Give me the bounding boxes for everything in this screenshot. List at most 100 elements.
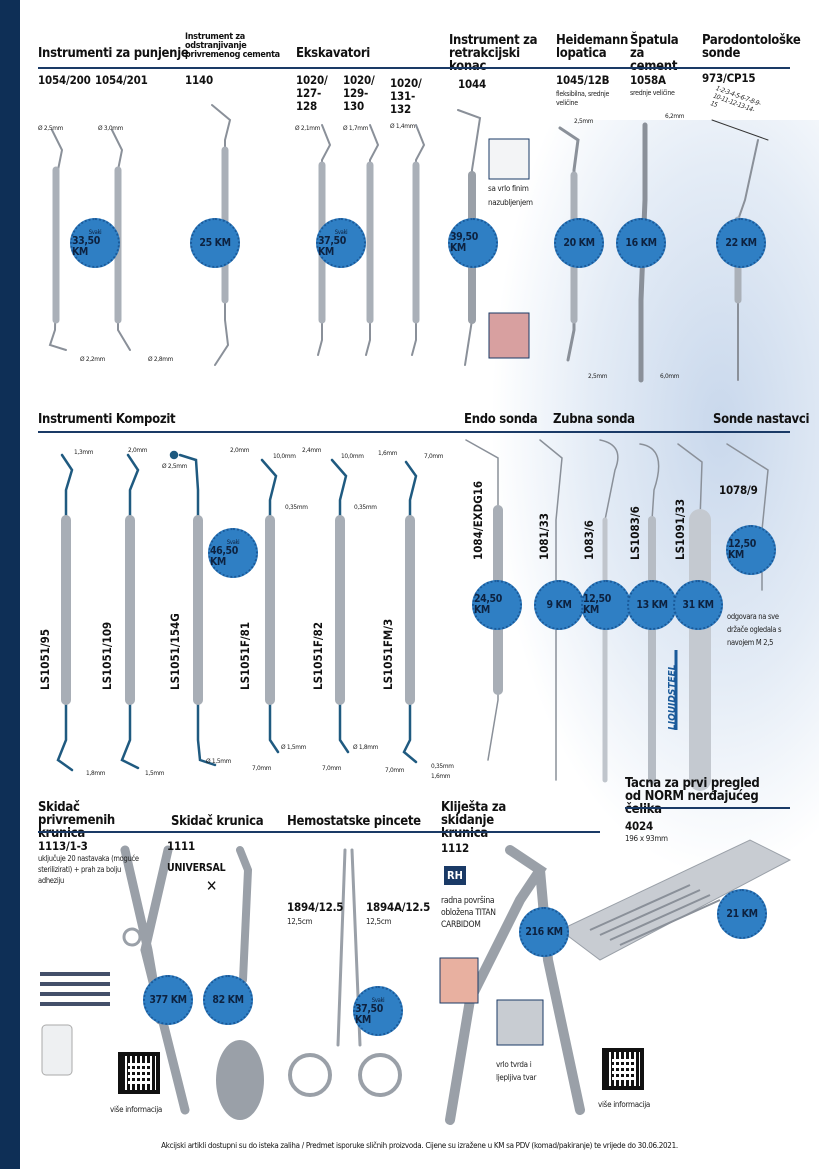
code: 1113/1-3 <box>38 839 88 853</box>
code: LS1051/95 <box>38 628 52 690</box>
dimension-label: Ø 2,5mm <box>162 462 188 470</box>
teeth-image <box>488 312 530 359</box>
powder-jar <box>41 1024 73 1076</box>
code: 973/CP15 <box>702 71 756 85</box>
code: 1020/ 127-128 <box>296 73 328 113</box>
heading-heidemann: Heidemann lopatica <box>556 33 629 61</box>
note-tacna-size: 196 x 93mm <box>625 834 668 843</box>
price-badge: 82 KM <box>203 975 253 1025</box>
note-retrakcijski: sa vrlo finim nazubljenjem <box>488 184 533 207</box>
dimension-label: 7,0mm <box>385 766 405 774</box>
code: 1111 <box>167 839 195 853</box>
price: 31 KM <box>682 598 714 611</box>
dimension-label: 2,0mm <box>128 446 148 454</box>
note-length: 12,5cm <box>366 917 392 926</box>
code: LS1083/6 <box>628 506 642 560</box>
code: 1083/6 <box>582 520 596 560</box>
dimension-label: 1,3mm <box>74 448 94 456</box>
heading-instrument-cement: Instrument za odstranjivanje privremenog… <box>185 32 280 60</box>
qr-code[interactable] <box>115 1049 163 1097</box>
heading-hemostatske: Hemostatske pincete <box>287 814 421 829</box>
code: LS1051/109 <box>100 621 114 690</box>
rh-logo: RH <box>444 866 466 885</box>
brand-liquidsteel-text: LIQUIDSTEEL <box>667 664 678 731</box>
code: 4024 <box>625 819 653 833</box>
dimension-label: 10,0mm <box>273 452 296 460</box>
instrument-1111 <box>216 846 264 1120</box>
instrument-1020-129-130 <box>365 124 380 356</box>
qr-code[interactable] <box>599 1045 647 1093</box>
price: 377 KM <box>149 993 187 1006</box>
dimension-label: 2,5mm <box>588 372 608 380</box>
dimension-label: Ø 1,7mm <box>343 124 369 132</box>
dimension-label: 1,8mm <box>86 769 106 777</box>
code: 1058A <box>630 73 666 87</box>
price: 13 KM <box>636 598 668 611</box>
section-rule <box>625 807 790 809</box>
price-badge: 12,50 KM <box>726 525 776 575</box>
price-badge: 16 KM <box>616 218 666 268</box>
heading-sonde-nastavci: Sonde nastavci <box>713 412 810 427</box>
instrument-LS1051FM-3 <box>402 460 418 764</box>
heading-zubna-sonda: Zubna sonda <box>553 412 635 427</box>
heading-parodontoloske: Parodontološke sonde <box>702 33 801 61</box>
price-badge: 12,50 KM <box>581 580 631 630</box>
note-klijesta: radna površina obložena TITAN CARBIDOM <box>441 896 496 930</box>
price: 12,50 KM <box>583 593 611 616</box>
universal-label: UNIVERSAL <box>167 862 226 874</box>
price-badge: 25 KM <box>190 218 240 268</box>
dimension-label: Ø 1,4mm <box>390 122 416 130</box>
dimension-label: 7,0mm <box>252 764 272 772</box>
dimension-label: Ø 1,5mm <box>281 743 307 751</box>
heading-retrakcijski: Instrument za retrakcijski konac <box>449 33 538 73</box>
price-badge: 216 KM <box>519 907 569 957</box>
dimension-label: Ø 2,8mm <box>148 355 174 363</box>
dimension-label: 2,4mm <box>302 446 322 454</box>
price: 9 KM <box>546 598 572 611</box>
dimension-label: Ø 3,0mm <box>98 124 124 132</box>
price: 216 KM <box>525 925 563 938</box>
more-info-link[interactable]: više informacija <box>598 1100 651 1109</box>
instrument-1054-200 <box>48 129 67 351</box>
note-heidemann: fleksibilna, srednje veličine <box>556 90 610 107</box>
heading-skidac-krunica: Skidač krunica <box>171 814 264 829</box>
note-spatula: srednje veličine <box>630 89 675 97</box>
price-badge: 21 KM <box>717 889 767 939</box>
price-badge: 39,50 KM <box>448 218 498 268</box>
dimension-label: Ø 1,8mm <box>353 743 379 751</box>
instrument-LS1083-6 <box>639 443 660 784</box>
section-rule <box>38 431 790 433</box>
code: 1081/33 <box>537 513 551 560</box>
code: 1894A/12.5 <box>366 900 431 914</box>
code: LS1051FM/3 <box>381 618 395 690</box>
code: LS1091/33 <box>673 498 687 560</box>
instrument-LS1051-109 <box>120 453 140 770</box>
heading-spatula: Špatula za cement <box>630 33 679 73</box>
dimension-label: 10,0mm <box>341 452 364 460</box>
price: 39,50 KM <box>450 231 478 254</box>
price: 20 KM <box>563 236 595 249</box>
tip-detail-image <box>488 138 530 180</box>
heading-tacna: Tacna za prvi pregled od NORM nerđajućeg… <box>625 776 760 817</box>
code: LS1051F/82 <box>311 621 325 690</box>
price: 22 KM <box>725 236 757 249</box>
dimension-label: 0,35mm <box>354 503 377 511</box>
heading-instrumenti-za-punjenje: Instrumenti za punjenje <box>38 46 189 61</box>
instrument-1081-33 <box>539 439 563 781</box>
price-badge: 24,50 KM <box>472 580 522 630</box>
instrument-LS1051F-82 <box>330 458 350 754</box>
tray-4024 <box>559 839 792 961</box>
price-badge: 9 KM <box>534 580 584 630</box>
dimension-label: 2,0mm <box>230 446 250 454</box>
instrument-LS1051F-81 <box>260 458 280 754</box>
left-stripe <box>0 0 20 1169</box>
price-label: Svaki <box>226 538 240 546</box>
price-label: Svaki <box>371 996 385 1004</box>
dimension-label: Ø 1,5mm <box>206 757 232 765</box>
more-info-link[interactable]: više informacija <box>110 1105 163 1114</box>
instrument-1020-131-132 <box>411 124 426 356</box>
code: 1020/ 129-130 <box>343 73 375 113</box>
dimension-label: 6,0mm <box>660 372 680 380</box>
